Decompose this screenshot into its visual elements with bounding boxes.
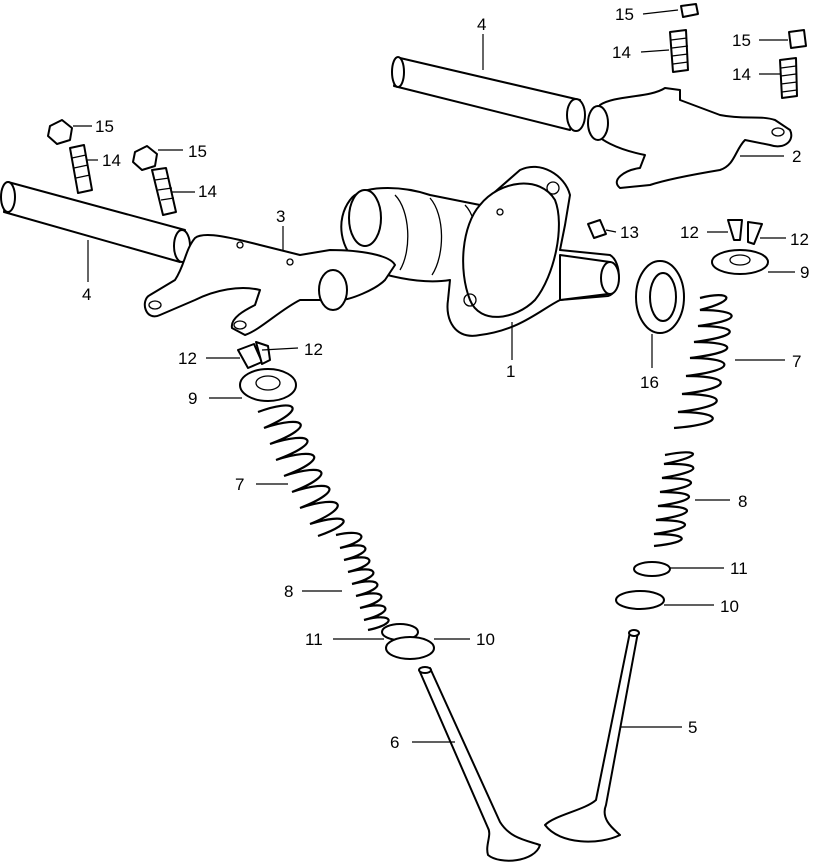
callout-4: 4 xyxy=(82,285,91,304)
callout-7: 7 xyxy=(235,475,244,494)
callout-7: 7 xyxy=(792,352,801,371)
callout-12: 12 xyxy=(680,223,699,242)
callout-11: 11 xyxy=(305,630,323,649)
rocker-arm-left xyxy=(143,234,396,336)
outer-valve-spring-left xyxy=(257,404,345,538)
callout-labels: 15 14 15 14 4 2 15 14 15 14 3 4 13 12 12… xyxy=(82,5,809,752)
nut-and-stud-left-b xyxy=(132,145,177,216)
nut-and-stud-top-right xyxy=(779,29,807,99)
callout-12: 12 xyxy=(790,230,809,249)
callout-5: 5 xyxy=(688,718,697,737)
callout-4: 4 xyxy=(477,15,486,34)
callout-10: 10 xyxy=(476,630,495,649)
callout-16: 16 xyxy=(640,373,659,392)
callout-8: 8 xyxy=(284,582,293,601)
callout-12: 12 xyxy=(178,349,197,368)
rocker-arm-shaft-top xyxy=(391,56,586,132)
callout-1: 1 xyxy=(506,362,515,381)
valve-cotters-left xyxy=(237,341,271,369)
spring-seat-right-11 xyxy=(633,561,671,577)
camshaft-holder xyxy=(340,165,620,337)
callout-10: 10 xyxy=(720,597,739,616)
callout-14: 14 xyxy=(612,43,631,62)
leader-lines xyxy=(73,9,795,743)
callout-14: 14 xyxy=(102,151,121,170)
callout-15: 15 xyxy=(95,117,114,136)
nut-and-stud-top-center xyxy=(669,3,699,73)
spring-seat-right-10 xyxy=(615,590,665,610)
callout-15: 15 xyxy=(188,142,207,161)
callout-9: 9 xyxy=(800,263,809,282)
callout-14: 14 xyxy=(732,65,751,84)
inner-valve-spring-left xyxy=(335,531,390,632)
callout-6: 6 xyxy=(390,733,399,752)
nut-and-stud-left-a xyxy=(47,119,93,194)
dowel-pin xyxy=(587,219,607,239)
spring-seat-left-10 xyxy=(385,636,435,660)
callout-9: 9 xyxy=(188,389,197,408)
spring-retainer-left xyxy=(239,368,297,402)
callout-11: 11 xyxy=(730,559,748,578)
intake-valve xyxy=(418,666,541,862)
oil-seal xyxy=(635,260,685,334)
callout-15: 15 xyxy=(615,5,634,24)
outer-valve-spring-right xyxy=(673,294,733,430)
callout-12: 12 xyxy=(304,340,323,359)
callout-3: 3 xyxy=(276,207,285,226)
callout-13: 13 xyxy=(620,223,639,242)
callout-2: 2 xyxy=(792,147,801,166)
valve-cotters-right xyxy=(727,219,763,245)
spring-retainer-right xyxy=(711,249,769,275)
inner-valve-spring-right xyxy=(653,451,695,548)
rocker-arm-right xyxy=(587,87,793,189)
exhaust-valve xyxy=(544,629,640,843)
callout-15: 15 xyxy=(732,31,751,50)
callout-8: 8 xyxy=(738,492,747,511)
callout-14: 14 xyxy=(198,182,217,201)
